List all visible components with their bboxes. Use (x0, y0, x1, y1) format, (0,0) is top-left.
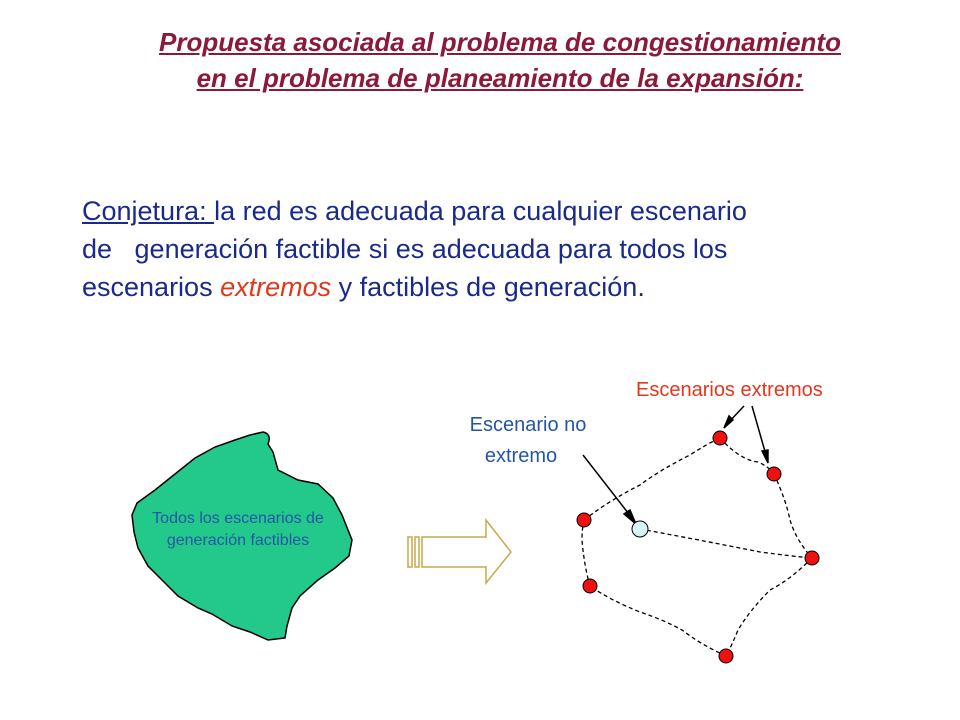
slide-title: Propuesta asociada al problema de conges… (60, 24, 940, 96)
non-extreme-point (631, 520, 649, 538)
non-extreme-label-2: extremo (484, 445, 558, 467)
extreme-point (718, 648, 734, 664)
conjecture-line-2: de generación factible si es adecuada pa… (82, 234, 728, 264)
feasible-region-label: Todos los escenarios de generación facti… (152, 510, 324, 549)
extreme-point (712, 430, 728, 446)
feasible-region-shape (131, 431, 353, 641)
title-line-1: Propuesta asociada al problema de conges… (159, 27, 841, 57)
extreme-point (804, 550, 820, 566)
conjecture-line-1: la red es adecuada para cualquier escena… (214, 196, 747, 226)
conjecture-highlight: extremos (220, 272, 332, 302)
conjecture-text: Conjetura: la red es adecuada para cualq… (82, 192, 902, 306)
extreme-point (576, 512, 592, 528)
non-extreme-label-1: Escenario no (469, 414, 587, 436)
extreme-scenarios-label: Escenarios extremos (636, 379, 823, 401)
conjecture-label: Conjetura: (82, 196, 215, 226)
conjecture-line-3b: y factibles de generación. (331, 272, 645, 302)
conjecture-line-3a: escenarios (82, 272, 221, 302)
implication-arrow (407, 517, 512, 586)
extreme-points (576, 430, 820, 664)
title-line-2: en el problema de planeamiento de la exp… (196, 63, 804, 93)
extreme-point (582, 578, 598, 594)
extreme-point (766, 466, 782, 482)
pointer-arrows (582, 405, 769, 525)
extreme-polygon (581, 437, 813, 657)
